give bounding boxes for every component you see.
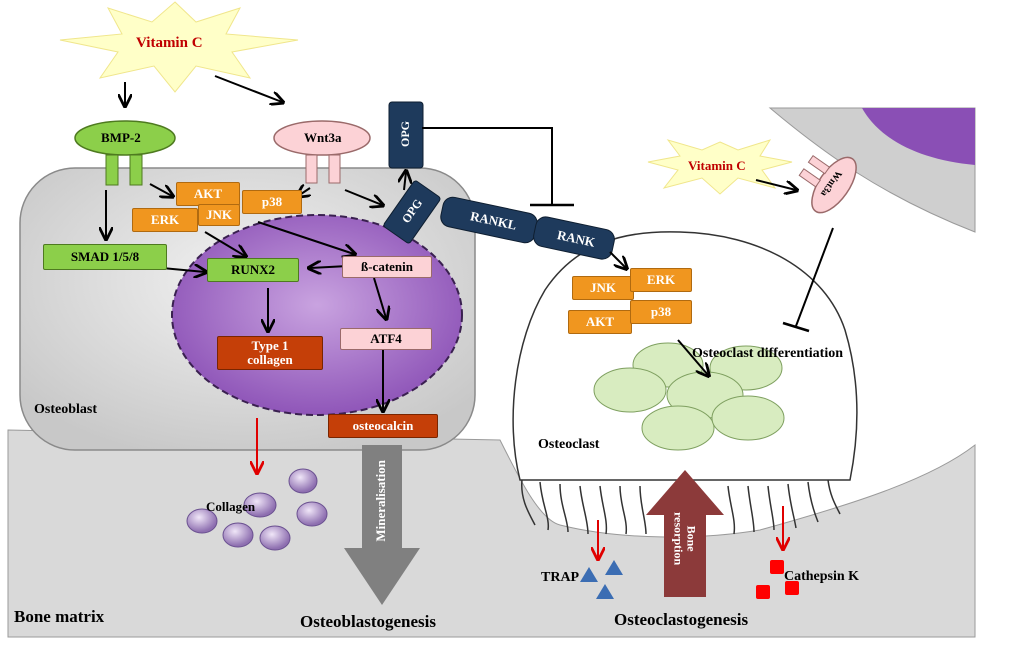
trap-triangles [580,560,623,599]
bmp2-receptor [74,120,176,156]
signal-arrows [106,75,796,410]
osteocalcin-box: osteocalcin [328,414,438,438]
vitamin-c-label: Vitamin C [136,35,203,51]
wnt3a-stem-right [328,154,341,184]
wnt3a-label: Wnt3a [304,130,342,145]
collagen-label: Collagen [206,499,256,514]
bone-resorption-line1: Bone [684,525,699,552]
ruffled-border [521,479,841,535]
opg-top-box [388,101,424,169]
type1-collagen-line2: collagen [247,352,293,367]
cathepsin-squares [756,560,799,599]
jnk-osteoclast-box: JNK [572,276,634,300]
vitamin-c-right-label: Vitamin C [688,158,746,173]
opg-rankl-inhibition [422,127,553,205]
differentiation-bar [782,321,810,333]
mineralisation-label: Mineralisation [373,460,389,542]
bone-matrix-region [7,429,976,638]
osteoblast-nucleus [171,214,463,416]
wnt3a-receptor-right [798,154,857,214]
bmp2-stem-right [129,154,143,186]
erk-osteoblast-box: ERK [132,208,198,232]
osteoclast-differentiation-label: Osteoclast differentiation [692,346,843,361]
bone-matrix-label: Bone matrix [14,607,105,626]
osteoclastogenesis-label: Osteoclastogenesis [614,610,749,629]
rank-box [533,216,615,260]
osteoclast-label: Osteoclast [538,437,600,452]
bone-resorption-label: Bone resorption [672,494,699,584]
neighbor-nucleus [862,108,975,165]
p38-osteoclast-box: p38 [630,300,692,324]
beta-catenin-box: ß-catenin [342,256,432,278]
trap-label: TRAP [541,570,580,585]
bmp2-label: BMP-2 [101,130,141,145]
mineralisation-arrow [344,445,420,605]
p38-osteoblast-box: p38 [242,190,302,214]
wnt3a-stem-left [305,154,318,184]
cathepsin-k-label: Cathepsin K [784,569,860,584]
bmp2-stem-left [105,154,119,186]
collagen-balls [186,468,328,551]
red-arrows [257,418,783,558]
vitamin-c-starburst [59,1,299,93]
osteoblastogenesis-label: Osteoblastogenesis [300,612,436,631]
opg-top-label: OPG [398,121,412,147]
akt-osteoblast-box: AKT [176,182,240,206]
type1-collagen-line1: Type 1 [251,337,289,353]
atf4-box: ATF4 [340,328,432,350]
erk-osteoclast-box: ERK [630,268,692,292]
type1-collagen-box: Type 1 collagen [217,336,323,370]
opg-mid-box [383,180,441,244]
jnk-osteoblast-box: JNK [198,204,240,226]
bone-resorption-line2: resorption [672,512,686,566]
smad-box: SMAD 1/5/8 [43,244,167,270]
osteoblast-label: Osteoblast [34,402,97,417]
vesicles [593,342,785,451]
wnt3a-inhibition-line [795,227,834,327]
bone-resorption-arrow [646,470,724,597]
wnt3a-receptor [273,120,371,156]
akt-osteoclast-box: AKT [568,310,632,334]
runx2-box: RUNX2 [207,258,299,282]
